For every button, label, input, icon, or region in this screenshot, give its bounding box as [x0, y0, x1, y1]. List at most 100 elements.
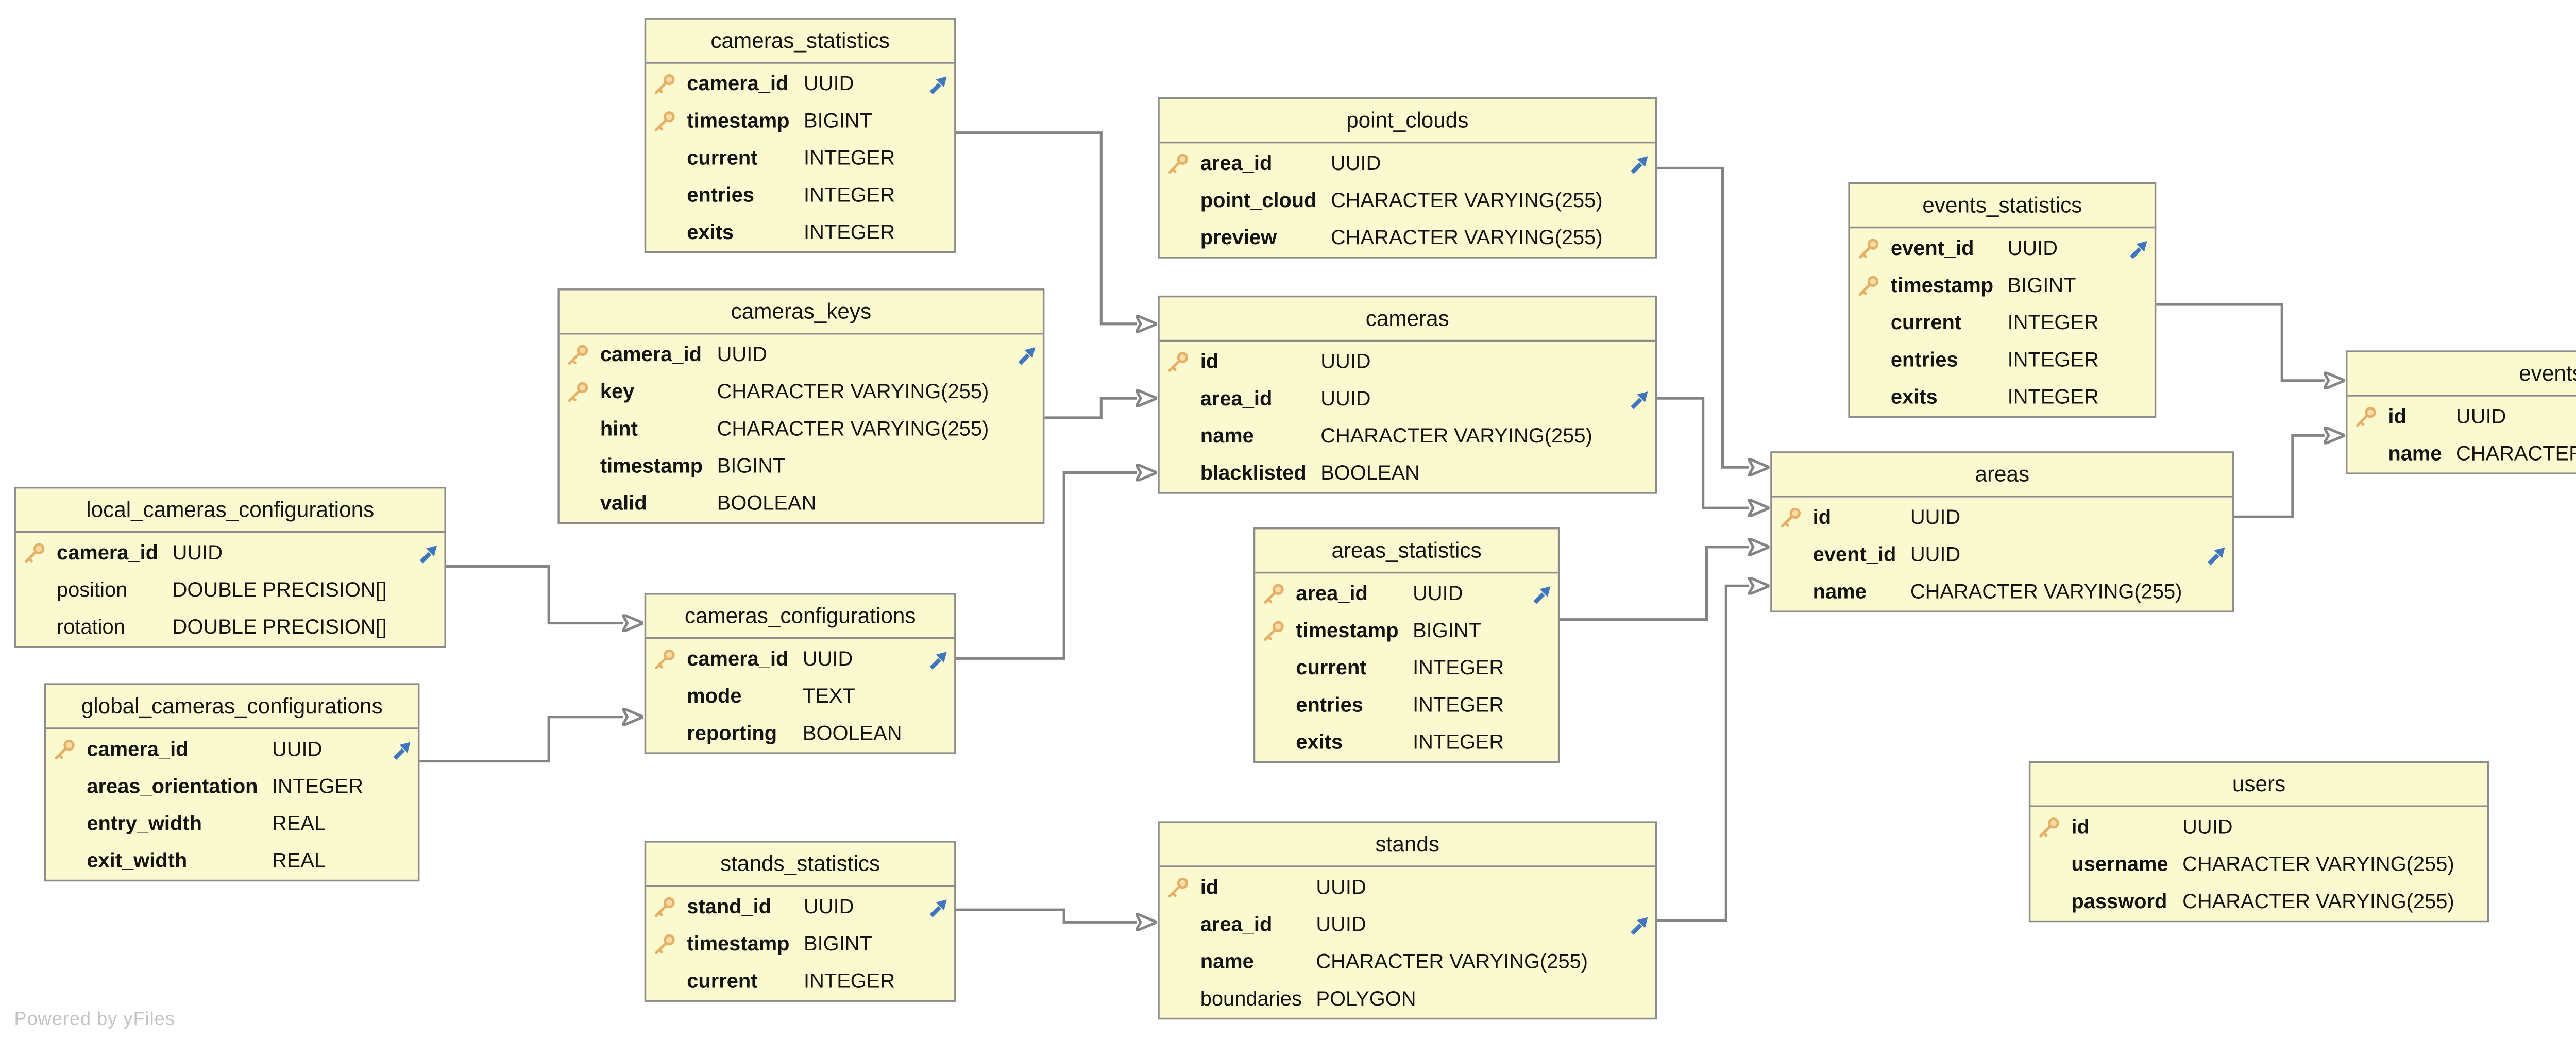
primary-key-icon-cell [650, 73, 680, 96]
column-name: boundaries [1200, 987, 1302, 1011]
primary-key-icon [568, 382, 588, 402]
column-name: key [600, 380, 635, 404]
column-type: UUID [272, 738, 323, 761]
column-type: BOOLEAN [802, 722, 902, 745]
column-name: name [1200, 424, 1254, 448]
primary-key-icon [1858, 276, 1879, 296]
column-type: CHARACTER VARYING(255) [717, 380, 989, 404]
column-name: id [1200, 350, 1219, 374]
column-type: UUID [1413, 582, 1463, 606]
column-name: point_cloud [1200, 189, 1317, 213]
foreign-key-arrow-icon [929, 651, 947, 669]
foreign-key-arrow-icon [1018, 346, 1036, 364]
column-name: hint [600, 417, 638, 441]
primary-key-icon-cell [1854, 275, 1884, 298]
foreign-key-arrow-icon [1631, 916, 1648, 934]
foreign-key-arrow-cell [413, 542, 439, 564]
column-type: UUID [1316, 913, 1366, 936]
column-name: current [1890, 311, 1962, 335]
column-name: event_id [1890, 237, 1974, 261]
table-title: stands_statistics [646, 843, 955, 887]
column-type: INTEGER [1413, 656, 1504, 680]
foreign-key-arrow-cell [922, 896, 949, 917]
primary-key-icon-cell [1259, 583, 1289, 606]
primary-key-icon [1168, 154, 1189, 174]
column-name: current [1296, 656, 1367, 680]
column-name: id [2071, 816, 2090, 839]
table-events[interactable]: eventsidUUIDnameCHARACTER VARYING(255) [2345, 350, 2576, 474]
primary-key-icon [655, 74, 675, 94]
column-type: UUID [802, 648, 853, 671]
column-name: current [687, 147, 758, 170]
column-type: UUID [172, 541, 223, 565]
column-type: UUID [1316, 876, 1366, 899]
connector-cameras-to-areas [1657, 397, 1749, 508]
foreign-key-arrow-cell [922, 74, 949, 95]
column-name: id [2388, 405, 2406, 429]
primary-key-icon [1264, 584, 1284, 604]
column-type: CHARACTER VARYING(255) [1320, 424, 1592, 448]
table-title: areas [1772, 453, 2233, 498]
column-type: REAL [272, 849, 326, 873]
table-title: point_clouds [1159, 99, 1655, 144]
column-type: UUID [2456, 405, 2506, 429]
primary-key-icon-cell [1259, 620, 1289, 643]
column-name: camera_id [687, 72, 789, 96]
column-name: mode [687, 685, 742, 708]
primary-key-icon [1168, 352, 1189, 372]
column-name: position [56, 578, 128, 602]
column-type: INTEGER [804, 147, 895, 170]
column-type: CHARACTER VARYING(255) [1331, 189, 1603, 213]
column-type: CHARACTER VARYING(255) [1316, 950, 1588, 974]
primary-key-icon-cell [563, 344, 593, 367]
column-name: timestamp [1296, 619, 1399, 643]
connector-global_cameras_configurations-to-cameras_configurations [419, 717, 623, 763]
column-name: exits [1890, 386, 1938, 409]
table-title: global_cameras_configurations [46, 685, 418, 729]
column-name: id [1812, 506, 1832, 530]
column-type: INTEGER [1413, 731, 1504, 754]
primary-key-icon [655, 649, 675, 670]
foreign-key-arrow-icon [393, 741, 411, 759]
column-type: INTEGER [804, 970, 895, 993]
primary-key-icon-cell [1854, 237, 1884, 260]
primary-key-icon-cell [2351, 405, 2381, 429]
column-name: entries [687, 184, 754, 208]
column-name: exits [687, 221, 734, 245]
connector-cameras_keys-to-cameras [1044, 398, 1137, 419]
foreign-key-arrow-cell [386, 739, 413, 760]
primary-key-icon [2356, 406, 2376, 427]
column-name: stand_id [687, 895, 772, 919]
column-name: valid [600, 492, 647, 515]
column-type: INTEGER [2007, 386, 2099, 409]
primary-key-icon-cell [650, 933, 680, 956]
foreign-key-arrow-icon [1631, 155, 1648, 173]
column-type: BIGINT [804, 110, 872, 133]
table-title: cameras [1159, 297, 1655, 342]
primary-key-icon-cell [49, 738, 79, 761]
column-type: CHARACTER VARYING(255) [2182, 890, 2454, 914]
